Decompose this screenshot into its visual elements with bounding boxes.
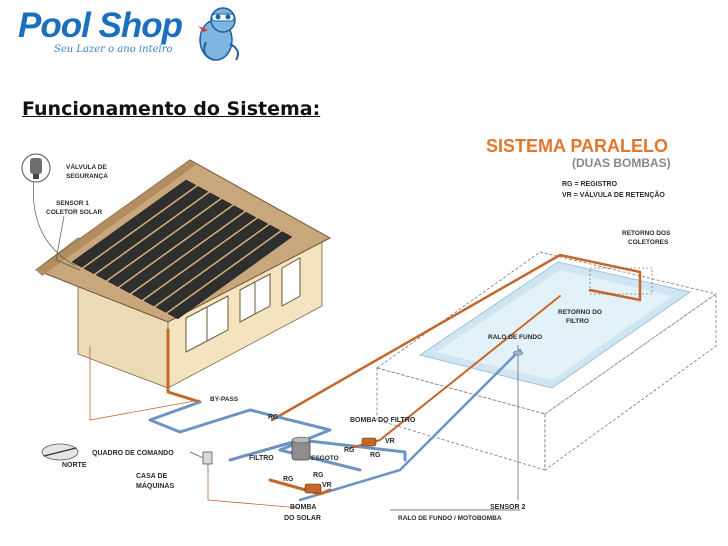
label-retorno-filtro-2: FILTRO [566,318,589,325]
label-retorno-coletores-2: COLETORES [628,239,669,246]
label-quadro: QUADRO DE COMANDO [92,450,174,457]
filter-pump [361,437,377,447]
label-bomba-solar-2: DO SOLAR [284,515,321,522]
drain-icon [512,350,524,356]
pool [376,251,717,471]
label-esgoto: ESGOTO [311,455,339,462]
filter-tank [291,436,311,461]
label-rg-solar-b: RG [283,476,294,483]
legend-rg: RG = REGISTRO [562,181,618,188]
label-bypass: BY-PASS [210,396,239,403]
logo-tagline: Seu Lazer o ano inteiro [54,44,173,55]
solar-panel-strip [167,231,293,320]
solar-pump [304,483,322,494]
solar-panel-strip [95,192,221,281]
diagram-title: SISTEMA PARALELO [486,136,668,156]
label-sensor2-1: SENSOR 2 [490,504,526,511]
solar-panel-strip [71,179,197,268]
label-rg-solar-a: RG [313,472,324,479]
solar-panel-strip [143,218,269,307]
legend-vr: VR = VÁLVULA DE RETENÇÃO [562,190,665,199]
label-vr-solar: VR [322,482,332,489]
safety-valve-icon [21,153,51,183]
label-norte: NORTE [62,462,87,469]
label-filtro: FILTRO [249,455,274,462]
label-sensor1-1: SENSOR 1 [56,200,89,207]
control-panel [202,451,213,465]
label-rg-filter-a: RG [344,447,355,454]
solar-panel-strip [119,205,245,294]
solar-panel-strip [83,186,209,275]
logo-brand: Pool Shop [18,6,183,45]
page-heading: Funcionamento do Sistema: [22,98,321,120]
solar-collectors [71,179,293,320]
label-retorno-filtro-1: RETORNO DO [558,309,602,316]
label-bomba-filtro: BOMBA DO FILTRO [350,417,416,424]
solar-panel-strip [131,211,257,300]
compass-icon [41,443,79,461]
label-casa-2: MÁQUINAS [136,481,174,490]
label-sensor2-2: RALO DE FUNDO / MOTOBOMBA [398,515,502,522]
diagram-subtitle: (DUAS BOMBAS) [572,156,671,170]
label-rg-top: RG [268,414,279,421]
label-sensor1-2: COLETOR SOLAR [46,209,103,216]
solar-panel-strip [155,224,281,313]
label-valvula-2: SEGURANÇA [66,173,108,180]
label-casa-1: CASA DE [136,473,168,480]
label-bomba-solar-1: BOMBA [290,504,316,511]
label-valvula-1: VÁLVULA DE [66,162,107,171]
pool-shop-logo: Pool Shop Seu Lazer o ano inteiro [18,4,248,66]
solar-panel-strip [107,199,233,287]
label-vr-filter: VR [385,438,395,445]
mascot-icon [198,7,239,61]
label-retorno-coletores-1: RETORNO DOS [622,230,671,237]
pipes [33,177,642,511]
label-rg-filter-b: RG [370,452,381,459]
label-ralo-fundo: RALO DE FUNDO [488,334,542,341]
